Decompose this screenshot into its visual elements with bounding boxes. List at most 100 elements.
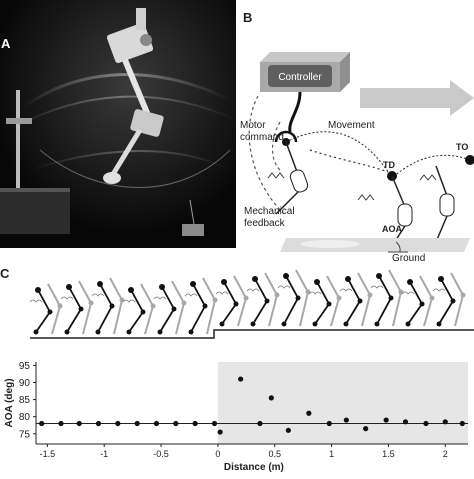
foot-point — [157, 329, 163, 335]
gait-frame — [153, 280, 187, 335]
knee-joint — [450, 298, 456, 304]
aoa-data-point — [343, 417, 349, 423]
trailing-knee — [88, 300, 94, 306]
aoa-data-point — [115, 420, 121, 427]
knee-joint — [47, 309, 53, 315]
mechanical-feedback-label-1: Mechanical — [244, 206, 295, 217]
trailing-knee — [336, 295, 342, 301]
aoa-data-point — [192, 420, 198, 427]
hip-joint — [283, 273, 289, 279]
hip-joint — [66, 284, 72, 290]
hip-joint — [221, 279, 227, 285]
foot-point — [250, 321, 256, 327]
foot-point — [343, 321, 349, 327]
knee-joint — [419, 301, 425, 307]
trailing-leg — [140, 283, 155, 335]
gait-frame — [184, 277, 218, 335]
stance-leg — [190, 283, 207, 333]
aoa-data-point — [306, 410, 312, 416]
spring-icon — [370, 285, 384, 289]
gait-frame — [339, 272, 373, 327]
foot-point — [64, 329, 70, 335]
trailing-knee — [367, 292, 373, 298]
knee-joint — [264, 298, 270, 304]
aoa-data-point — [363, 426, 369, 432]
hip-joint — [190, 281, 196, 287]
controller-box-top — [260, 52, 350, 62]
trailing-knee — [150, 303, 156, 309]
y-tick-label: 80 — [19, 412, 31, 423]
trailing-knee — [212, 297, 218, 303]
stance-leg — [376, 275, 393, 325]
hip-joint — [314, 279, 320, 285]
foot-point — [188, 329, 194, 335]
y-tick-label: 75 — [19, 429, 31, 440]
motor-command-label-1: Motor — [240, 120, 266, 131]
aoa-data-point — [268, 395, 274, 401]
gait-frame — [91, 277, 125, 335]
spring-icon — [339, 288, 353, 292]
foot-point — [219, 321, 225, 327]
spring-icon — [184, 293, 198, 297]
hip-joint — [407, 279, 413, 285]
ground-profile-line — [30, 329, 474, 339]
y-tick-label: 90 — [19, 378, 31, 389]
gait-frame — [215, 275, 249, 327]
stance-leg — [97, 283, 114, 333]
hip-joint — [159, 284, 165, 290]
knee-joint — [171, 306, 177, 312]
spring-icon — [401, 291, 415, 295]
y-tick-label: 85 — [19, 395, 31, 406]
aoa-data-point — [326, 420, 332, 427]
x-tick-label: -0.5 — [153, 449, 169, 459]
x-tick-label: 0.5 — [268, 449, 281, 459]
knee-joint — [233, 301, 239, 307]
hip-joint — [97, 281, 103, 287]
x-tick-label: 1.5 — [382, 449, 395, 459]
gait-frame — [246, 272, 280, 327]
chart-axes — [35, 362, 468, 445]
motor-command-label-2: command — [240, 132, 284, 143]
aoa-data-point — [285, 427, 291, 433]
spring-icon — [308, 291, 322, 295]
spring-icon — [246, 288, 260, 292]
foot-point — [281, 321, 287, 327]
trailing-knee — [119, 297, 125, 303]
aoa-data-point — [402, 419, 409, 425]
aoa-data-point — [442, 419, 448, 425]
hip-joint — [35, 287, 41, 293]
foot-point — [33, 329, 39, 335]
x-tick-label: 1 — [329, 449, 334, 459]
trailing-leg — [419, 275, 434, 327]
panel-label-b: B — [243, 10, 252, 25]
robot-photo: A — [0, 0, 236, 248]
trailing-knee — [57, 303, 63, 309]
aoa-data-point — [238, 376, 244, 382]
knee-joint — [78, 306, 84, 312]
foot-point — [436, 321, 442, 327]
spring-icon — [215, 291, 229, 295]
y-axis-label: AOA (deg) — [4, 378, 15, 427]
knee-joint — [109, 303, 115, 309]
panel-label-a: A — [1, 36, 11, 51]
gait-frame — [277, 269, 311, 327]
aoa-data-point — [39, 420, 45, 427]
movement-label: Movement — [328, 120, 375, 131]
spring-icon — [60, 296, 74, 300]
aoa-label: AOA — [382, 224, 403, 234]
spring-icon — [277, 285, 291, 289]
ground-label: Ground — [392, 253, 425, 262]
hip-joint — [128, 287, 134, 293]
spring-icon — [29, 299, 43, 303]
trailing-knee — [429, 295, 435, 301]
td-label: TD — [383, 160, 395, 170]
gait-frame — [401, 275, 435, 327]
trailing-knee — [274, 292, 280, 298]
controller-label: Controller — [278, 72, 322, 83]
trailing-knee — [305, 289, 311, 295]
gait-frame — [370, 269, 404, 327]
to-label: TO — [456, 142, 468, 152]
robot-photo-illustration — [0, 0, 236, 248]
gait-frame — [29, 283, 63, 335]
panel-label-c: C — [0, 266, 10, 281]
